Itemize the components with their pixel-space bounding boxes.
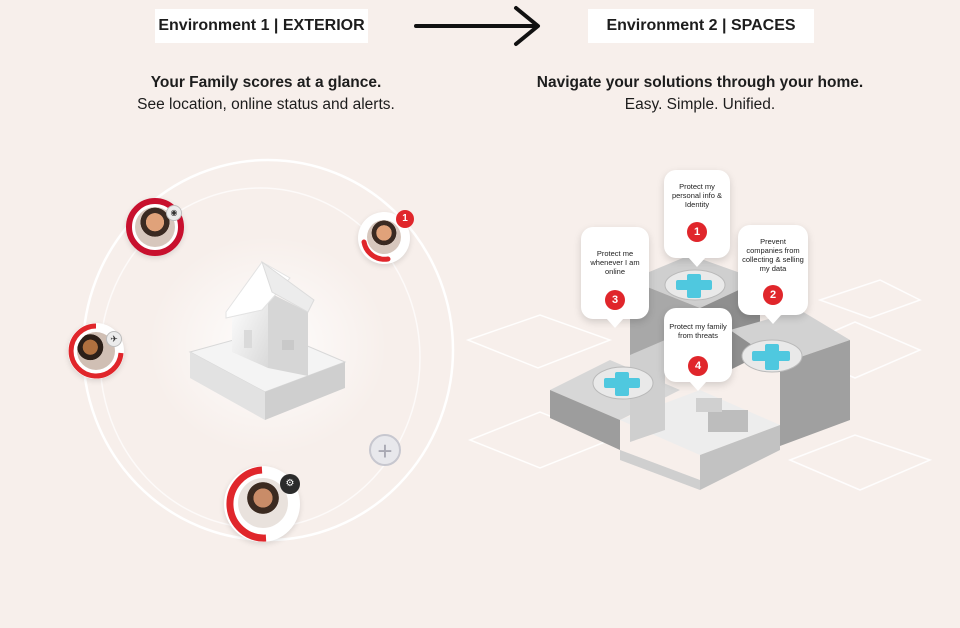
bubble-text: Protect me whenever I am online [590,249,640,276]
spaces-tagline: Navigate your solutions through your hom… [520,72,880,116]
avatar-photo [238,478,288,528]
bubble-number: 3 [605,290,625,310]
spaces-tagline-line1: Navigate your solutions through your hom… [536,74,864,91]
environment-1-title: Environment 1 | EXTERIOR [155,9,368,43]
score-ring [126,198,184,256]
family-member-child[interactable]: ◉ [126,198,184,256]
environment-2-title: Environment 2 | SPACES [588,9,814,43]
exterior-tagline: Your Family scores at a glance. See loca… [96,72,436,116]
plus-icon [592,366,654,400]
bubble-number: 4 [688,356,708,376]
plus-icon [664,269,726,301]
bubble-text: Protect my family from threats [669,322,727,340]
bubble-number: 1 [687,222,707,242]
family-member-woman-top-right[interactable]: 1 [358,210,414,264]
plus-icon: + [377,436,393,466]
exterior-tagline-line1: Your Family scores at a glance. [150,74,382,91]
plane-icon: ✈ [106,331,122,347]
solution-bubble-data[interactable]: Prevent companies from collecting & sell… [738,225,808,324]
bubble-number: 2 [763,285,783,305]
avatar-photo [367,220,401,254]
alert-count-badge: 1 [396,210,414,228]
spaces-tagline-line2: Easy. Simple. Unified. [624,96,776,113]
house-icon [188,260,347,420]
bubble-text: Protect my personal info & Identity [671,182,723,209]
score-ring [226,466,267,542]
family-member-pair[interactable]: ✈ [68,323,124,379]
bubble-text: Prevent companies from collecting & sell… [742,237,804,273]
add-member-button[interactable]: + [369,434,401,466]
gear-icon: ⚙ [280,474,300,494]
plus-icon [741,339,803,373]
family-member-woman-bottom[interactable]: ⚙ [224,466,300,542]
solution-bubble-identity[interactable]: Protect my personal info & Identity 1 [664,170,730,267]
score-ring [361,239,391,262]
score-ring [68,323,124,379]
solution-bubble-online[interactable]: Protect me whenever I am online 3 [581,227,649,328]
exterior-tagline-line2: See location, online status and alerts. [137,96,395,113]
solution-bubble-threats[interactable]: Protect my family from threats 4 [664,308,732,391]
eye-icon: ◉ [166,205,182,221]
arrow-right-icon [414,6,540,46]
